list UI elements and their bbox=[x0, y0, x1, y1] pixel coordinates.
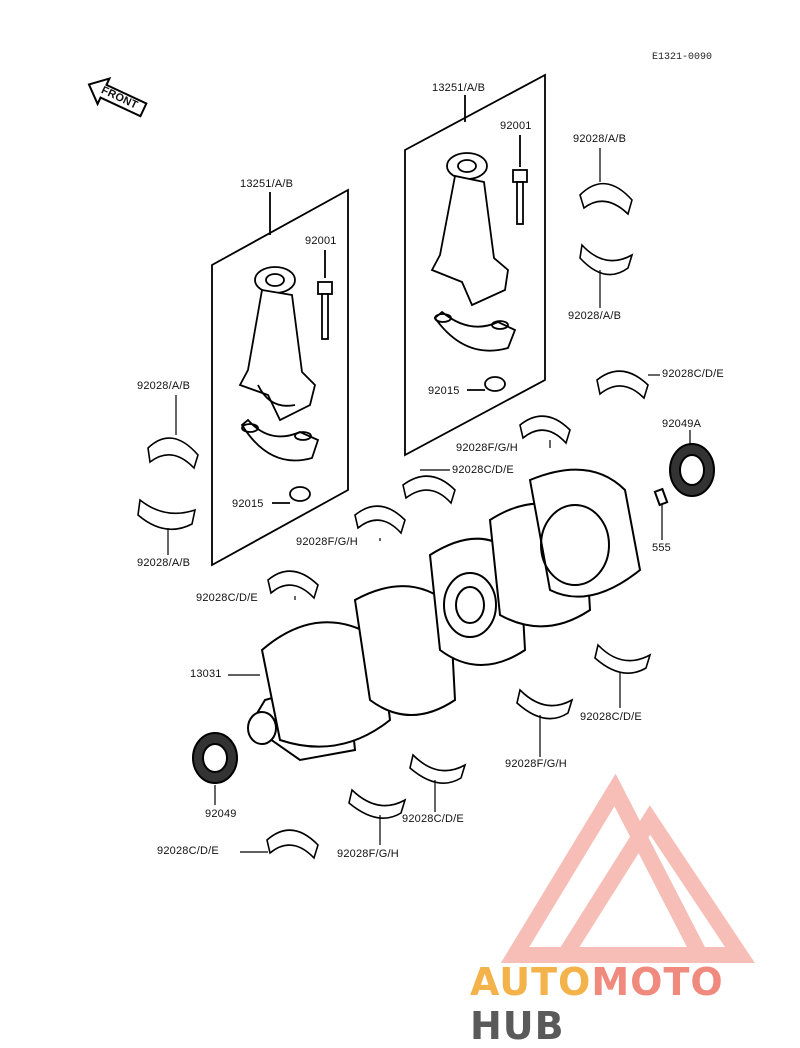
conrod-assembly-left bbox=[211, 188, 349, 567]
label-bearing-tr-lower: 92028/A/B bbox=[568, 310, 622, 322]
watermark-text: AUTOMOTO HUB bbox=[470, 960, 800, 1048]
label-main-r1: 92028C/D/E bbox=[662, 368, 724, 380]
label-bearing-tr-upper: 92028/A/B bbox=[573, 133, 627, 145]
oil-seals bbox=[192, 443, 715, 784]
reference-code: E1321-0090 bbox=[652, 52, 713, 63]
label-conrod-left: 13251/A/B bbox=[240, 178, 294, 190]
label-seal-left: 92049 bbox=[205, 808, 237, 820]
label-main-fgh-bottom: 92028F/G/H bbox=[337, 848, 399, 860]
label-nut-left: 92015 bbox=[232, 498, 264, 510]
watermark-auto: AUTO bbox=[470, 960, 592, 1004]
crankshaft bbox=[247, 468, 642, 762]
label-main-cde-bottom-left: 92028C/D/E bbox=[157, 845, 219, 857]
label-main-cde-left: 92028C/D/E bbox=[196, 592, 258, 604]
bearing-shells bbox=[137, 182, 652, 860]
label-conrod-right: 13251/A/B bbox=[432, 82, 486, 94]
label-main-fgh-r: 92028F/G/H bbox=[505, 758, 567, 770]
label-main-cde-bottom: 92028C/D/E bbox=[402, 813, 464, 825]
watermark-logo bbox=[500, 773, 755, 963]
front-arrow-icon bbox=[87, 76, 148, 118]
label-oil-seal-right: 92049A bbox=[662, 418, 702, 430]
watermark-moto: MOTO bbox=[591, 960, 724, 1004]
label-nut-right: 92015 bbox=[428, 385, 460, 397]
label-bolt-right: 92001 bbox=[500, 120, 532, 132]
label-bearing-l-upper: 92028/A/B bbox=[137, 380, 191, 392]
label-pin: 555 bbox=[652, 542, 671, 554]
conrod-assembly-right bbox=[404, 73, 546, 457]
label-main-fgh-1: 92028F/G/H bbox=[456, 442, 518, 454]
watermark-hub: HUB bbox=[470, 1004, 565, 1048]
label-bearing-l-lower: 92028/A/B bbox=[137, 557, 191, 569]
label-main-cde-r2: 92028C/D/E bbox=[580, 711, 642, 723]
label-main-c-center: 92028C/D/E bbox=[452, 464, 514, 476]
label-bolt-left: 92001 bbox=[305, 235, 337, 247]
leader-lines bbox=[167, 148, 691, 853]
label-crankshaft: 13031 bbox=[190, 668, 222, 680]
label-main-fgh-2: 92028F/G/H bbox=[296, 536, 358, 548]
